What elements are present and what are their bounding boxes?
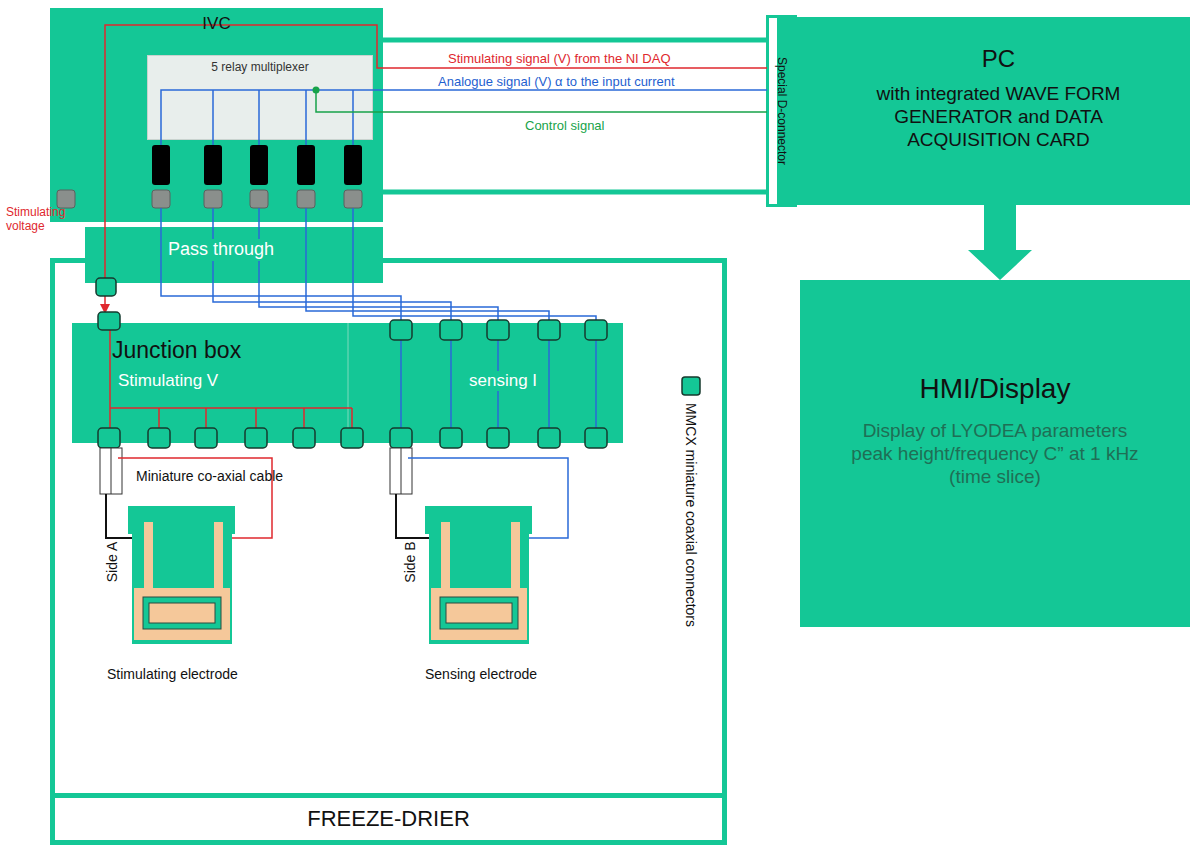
green-wire: [316, 90, 767, 112]
node-text: HMI/Display: [800, 372, 1190, 406]
node-text: Special D-connector: [774, 57, 788, 165]
ivc-box: IVC 5 relay multiplexer: [50, 8, 383, 222]
label-text: Side A: [104, 542, 121, 582]
freeze-drier-frame: FREEZE-DRIER Junction boxStimulating V sen…: [50, 258, 727, 845]
label-text: Miniature co-axial cable: [136, 468, 283, 485]
node-text: Stimulating V: [116, 371, 220, 391]
label-text: Stimulating voltage: [6, 205, 72, 234]
junction-box: Junction boxStimulating V sensing I: [72, 323, 623, 443]
label-text: Side B: [402, 541, 419, 582]
stimulating-electrode: [100, 448, 272, 644]
label-text: Analogue signal (V) α to the input curre…: [438, 74, 675, 90]
label-text: Stimulating signal (V) from the NI DAQ: [448, 51, 671, 67]
node-text: 5 relay multiplexer: [148, 60, 372, 74]
label-text: Stimulating electrode: [107, 666, 238, 683]
hmi-box: HMI/DisplayDisplay of LYODEA parameters …: [800, 280, 1190, 627]
node-text: sensing I: [467, 371, 539, 391]
legend-swatch: [682, 377, 700, 395]
label-text: Sensing electrode: [425, 666, 537, 683]
multiplexer-box: 5 relay multiplexer: [147, 55, 373, 140]
label-text: Control signal: [525, 118, 605, 134]
sensing-electrode: [390, 448, 568, 644]
pass-through-box: Pass through: [85, 227, 383, 283]
legend-text: MMCX miniature coaxial connectors: [683, 403, 700, 627]
label-band: FREEZE-DRIER: [55, 793, 722, 840]
node-text: Pass through: [165, 239, 277, 261]
node-text: with integrated WAVE FORM GENERATOR and …: [857, 83, 1140, 151]
connector: [383, 40, 766, 192]
node-text: Display of LYODEA parameters peak height…: [845, 420, 1145, 488]
connector: [968, 205, 1032, 280]
pc-box: PC with integrated WAVE FORM GENERATOR an…: [777, 17, 1190, 205]
arrowhead: [100, 304, 110, 314]
node-text: Junction box: [112, 337, 241, 365]
node-text: IVC: [50, 14, 383, 34]
node-text: PC: [807, 45, 1190, 74]
node-text: FREEZE-DRIER: [307, 806, 470, 832]
